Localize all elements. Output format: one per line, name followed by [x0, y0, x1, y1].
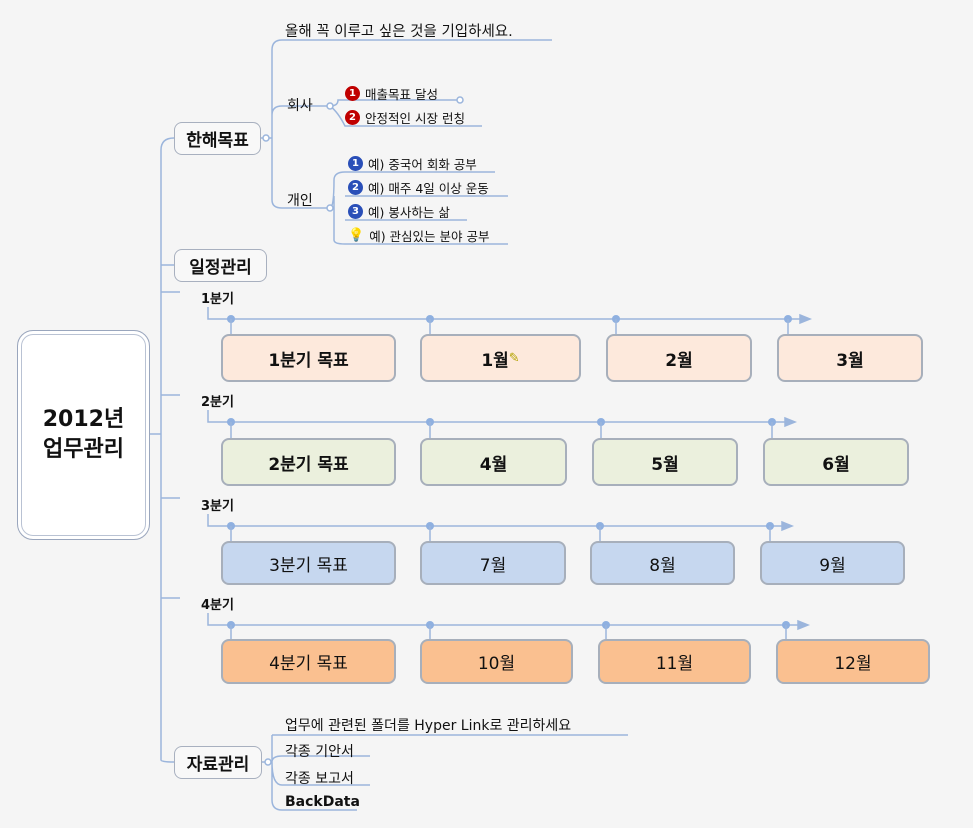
- quarter-3-label[interactable]: 3분기: [201, 499, 234, 514]
- personal-goal-1[interactable]: 1 예) 중국어 회화 공부: [348, 154, 477, 173]
- subtopic-personal[interactable]: 개인: [287, 193, 313, 209]
- quarter-2-label[interactable]: 2분기: [201, 395, 234, 410]
- month-box[interactable]: 6월: [763, 438, 909, 486]
- topic-label: 일정관리: [189, 258, 252, 278]
- quarter-4-label[interactable]: 4분기: [201, 598, 234, 613]
- company-goal-1[interactable]: 1 매출목표 달성: [345, 84, 438, 103]
- month-box[interactable]: 8월: [590, 541, 735, 585]
- priority-2-icon: 2: [345, 110, 360, 125]
- subtopic-company[interactable]: 회사: [287, 98, 313, 114]
- root-line1: 2012년: [42, 407, 125, 432]
- lightbulb-icon: 💡: [348, 228, 365, 243]
- q2-goal-box[interactable]: 2분기 목표: [221, 438, 396, 486]
- leaf-label: 예) 중국어 회화 공부: [368, 157, 477, 172]
- month-box[interactable]: 12월: [776, 639, 930, 684]
- leaf-label: 예) 봉사하는 삶: [368, 205, 450, 220]
- root-line2: 업무관리: [43, 437, 124, 462]
- leaf-label: 안정적인 시장 런칭: [365, 111, 465, 126]
- topic-goals[interactable]: 한해목표: [174, 122, 261, 155]
- month-box[interactable]: 11월: [598, 639, 751, 684]
- resource-item[interactable]: BackData: [285, 794, 360, 810]
- resource-item[interactable]: 각종 보고서: [285, 771, 354, 787]
- goals-note[interactable]: 올해 꼭 이루고 싶은 것을 기입하세요.: [285, 24, 513, 40]
- company-goal-2[interactable]: 2 안정적인 시장 런칭: [345, 108, 465, 127]
- quarter-1-label[interactable]: 1분기: [201, 292, 234, 307]
- month-box[interactable]: 9월: [760, 541, 905, 585]
- leaf-label: 예) 관심있는 분야 공부: [369, 229, 490, 244]
- month-box[interactable]: 7월: [420, 541, 566, 585]
- topic-label: 자료관리: [186, 755, 250, 775]
- topic-resources[interactable]: 자료관리: [174, 746, 262, 779]
- month-label: 1월: [481, 350, 509, 371]
- month-box[interactable]: 2월: [606, 334, 752, 382]
- note-icon: ✎: [508, 350, 520, 366]
- q3-goal-box[interactable]: 3분기 목표: [221, 541, 396, 585]
- resource-item[interactable]: 각종 기안서: [285, 744, 354, 760]
- topic-label: 한해목표: [186, 131, 249, 151]
- personal-goal-3[interactable]: 3 예) 봉사하는 삶: [348, 202, 450, 221]
- personal-goal-2[interactable]: 2 예) 매주 4일 이상 운동: [348, 178, 489, 197]
- month-box[interactable]: 5월: [592, 438, 738, 486]
- priority-1-icon: 1: [345, 86, 360, 101]
- priority-2-icon: 2: [348, 180, 363, 195]
- month-box[interactable]: 3월: [777, 334, 923, 382]
- priority-3-icon: 3: [348, 204, 363, 219]
- personal-goal-4[interactable]: 💡 예) 관심있는 분야 공부: [348, 226, 490, 245]
- q4-goal-box[interactable]: 4분기 목표: [221, 639, 396, 684]
- leaf-label: 예) 매주 4일 이상 운동: [368, 181, 489, 196]
- central-topic[interactable]: 2012년 업무관리: [17, 330, 150, 540]
- resource-note[interactable]: 업무에 관련된 폴더를 Hyper Link로 관리하세요: [285, 718, 572, 734]
- q1-goal-box[interactable]: 1분기 목표: [221, 334, 396, 382]
- month-box[interactable]: 1월✎: [420, 334, 581, 382]
- leaf-label: 매출목표 달성: [365, 87, 438, 102]
- month-box[interactable]: 4월: [420, 438, 567, 486]
- topic-schedule[interactable]: 일정관리: [174, 249, 267, 282]
- priority-1-icon: 1: [348, 156, 363, 171]
- month-box[interactable]: 10월: [420, 639, 573, 684]
